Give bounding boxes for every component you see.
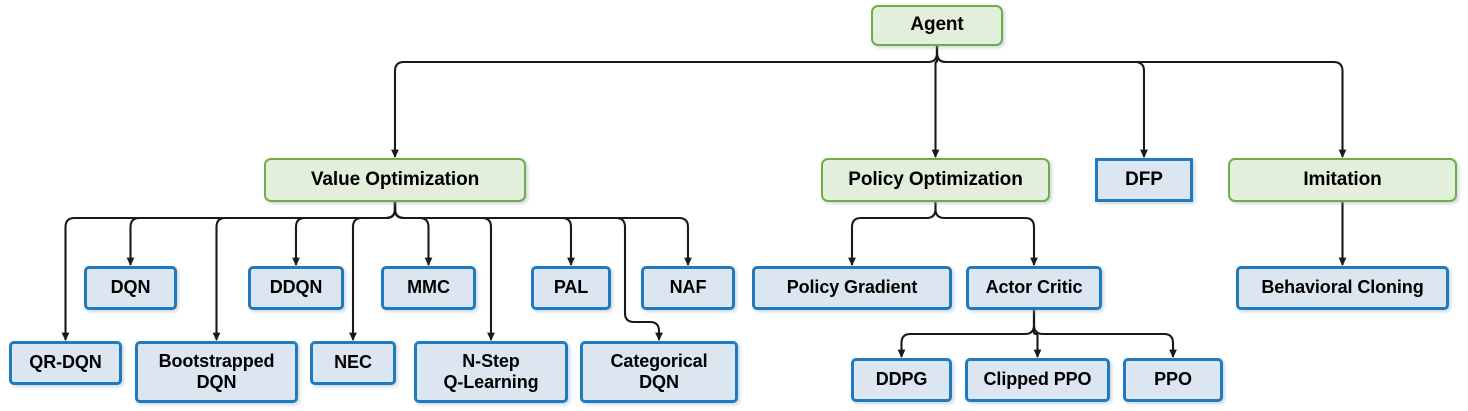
node-n-step-q-learning[interactable]: N-Step Q-Learning [414,341,568,403]
node-label-agent: Agent [910,14,964,36]
edge-actor-critic-to-ppo [1032,310,1177,358]
edge-agent-to-value-optimization [391,46,939,158]
edge-value-optimization-to-ddqn [292,202,397,266]
node-label-policy-gradient: Policy Gradient [786,277,918,298]
edge-actor-critic-to-clipped-ppo [1032,310,1042,358]
node-label-ppo: PPO [1154,369,1192,390]
edge-agent-to-policy-optimization [931,46,940,158]
node-bootstrapped-dqn[interactable]: Bootstrapped DQN [135,341,298,403]
node-label-dfp: DFP [1125,168,1163,190]
node-label-n-step-q-learning: N-Step Q-Learning [443,350,539,392]
edge-value-optimization-to-mmc [393,202,433,266]
node-value-optimization[interactable]: Value Optimization [264,158,526,202]
edge-agent-to-imitation [935,46,1347,158]
node-ppo[interactable]: PPO [1123,358,1223,402]
node-dqn[interactable]: DQN [84,266,177,310]
node-label-value-optimization: Value Optimization [310,168,480,190]
node-ddqn[interactable]: DDQN [248,266,344,310]
node-label-ddpg: DDPG [875,369,928,390]
node-label-imitation: Imitation [1303,168,1382,190]
edge-value-optimization-to-dqn [126,202,397,266]
node-naf[interactable]: NAF [641,266,735,310]
edge-value-optimization-to-naf [393,202,692,266]
node-label-clipped-ppo: Clipped PPO [983,369,1092,390]
edge-value-optimization-to-pal [393,202,575,266]
node-label-qr-dqn: QR-DQN [29,352,102,373]
node-label-categorical-dqn: Categorical DQN [610,350,708,392]
edge-policy-optimization-to-actor-critic [934,202,1038,266]
node-behavioral-cloning[interactable]: Behavioral Cloning [1236,266,1449,310]
node-label-actor-critic: Actor Critic [985,277,1083,298]
node-imitation[interactable]: Imitation [1228,158,1457,202]
node-clipped-ppo[interactable]: Clipped PPO [965,358,1110,402]
node-label-bootstrapped-dqn: Bootstrapped DQN [158,350,275,392]
node-categorical-dqn[interactable]: Categorical DQN [580,341,738,403]
node-label-behavioral-cloning: Behavioral Cloning [1261,277,1424,298]
node-actor-critic[interactable]: Actor Critic [966,266,1102,310]
edge-agent-to-dfp [935,46,1148,158]
node-agent[interactable]: Agent [871,5,1003,46]
node-label-ddqn: DDQN [269,277,323,298]
node-ddpg[interactable]: DDPG [851,358,952,402]
node-policy-gradient[interactable]: Policy Gradient [752,266,952,310]
node-nec[interactable]: NEC [310,341,396,385]
node-label-nec: NEC [334,352,372,373]
node-qr-dqn[interactable]: QR-DQN [9,341,122,385]
node-label-pal: PAL [553,277,589,298]
node-policy-optimization[interactable]: Policy Optimization [821,158,1050,202]
edge-policy-optimization-to-policy-gradient [848,202,937,266]
node-label-dqn: DQN [110,277,151,298]
node-pal[interactable]: PAL [531,266,611,310]
node-label-naf: NAF [669,277,707,298]
node-dfp[interactable]: DFP [1095,158,1193,202]
node-label-policy-optimization: Policy Optimization [848,168,1023,190]
edge-actor-critic-to-ddpg [897,310,1036,358]
node-label-mmc: MMC [407,277,450,298]
node-mmc[interactable]: MMC [381,266,476,310]
